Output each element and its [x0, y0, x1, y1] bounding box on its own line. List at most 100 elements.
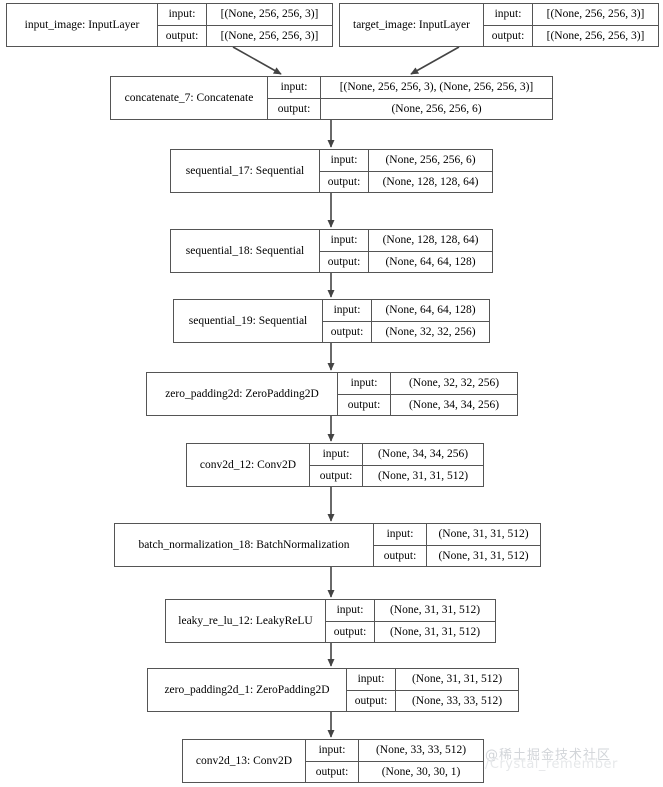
io-key-input: input:: [386, 528, 414, 541]
io-key-input: input:: [494, 8, 522, 21]
io-row-input: input: (None, 64, 64, 128): [323, 300, 489, 321]
io-value-output: [(None, 256, 256, 3)]: [532, 25, 658, 46]
io-key-output: output:: [327, 175, 361, 188]
layer-io-sequential-18: input: (None, 128, 128, 64) output: (Non…: [319, 230, 492, 272]
io-value-output: (None, 256, 256, 6): [320, 98, 552, 119]
io-row-output: output: (None, 31, 31, 512): [326, 620, 495, 642]
io-key-input: input:: [350, 377, 378, 390]
io-key-output: output:: [327, 255, 361, 268]
layer-name-leaky-re-lu-12: leaky_re_lu_12: LeakyReLU: [178, 615, 313, 627]
layer-io-sequential-17: input: (None, 256, 256, 6) output: (None…: [319, 150, 492, 192]
io-value-input: (None, 128, 128, 64): [368, 230, 492, 251]
io-value-input: (None, 31, 31, 512): [395, 669, 518, 690]
layer-node-target-image[interactable]: target_image: InputLayer input: [(None, …: [339, 3, 659, 47]
io-value-input: (None, 34, 34, 256): [362, 444, 483, 465]
io-key-input: input:: [318, 744, 346, 757]
io-value-input: [(None, 256, 256, 3), (None, 256, 256, 3…: [320, 77, 552, 98]
io-row-output: output: (None, 32, 32, 256): [323, 320, 489, 342]
layer-node-sequential-19[interactable]: sequential_19: Sequential input: (None, …: [173, 299, 490, 343]
io-row-input: input: (None, 34, 34, 256): [310, 444, 483, 465]
layer-io-target-image: input: [(None, 256, 256, 3)] output: [(N…: [483, 4, 658, 46]
io-value-output: (None, 64, 64, 128): [368, 251, 492, 272]
io-key-input: input:: [333, 304, 361, 317]
io-key-output: output:: [333, 625, 367, 638]
io-key-output: output:: [319, 469, 353, 482]
layer-name-conv2d-12: conv2d_12: Conv2D: [199, 459, 297, 471]
layer-name-batch-normalization-18: batch_normalization_18: BatchNormalizati…: [138, 539, 350, 551]
layer-io-zero-padding2d-1: input: (None, 31, 31, 512) output: (None…: [346, 669, 518, 711]
layer-node-batch-normalization-18[interactable]: batch_normalization_18: BatchNormalizati…: [114, 523, 541, 567]
io-value-input: (None, 256, 256, 6): [368, 150, 492, 171]
io-row-output: output: [(None, 256, 256, 3)]: [484, 24, 658, 46]
io-value-input: (None, 31, 31, 512): [374, 600, 495, 621]
io-value-output: (None, 30, 30, 1): [358, 761, 483, 782]
io-key-output: output:: [277, 102, 311, 115]
layer-name-sequential-17: sequential_17: Sequential: [185, 165, 305, 177]
io-row-output: output: (None, 64, 64, 128): [320, 250, 492, 272]
layer-io-zero-padding2d: input: (None, 32, 32, 256) output: (None…: [337, 373, 517, 415]
layer-name-sequential-19: sequential_19: Sequential: [188, 315, 308, 327]
io-key-input: input:: [330, 154, 358, 167]
layer-node-concatenate-7[interactable]: concatenate_7: Concatenate input: [(None…: [110, 76, 553, 120]
layer-name-zero-padding2d-1: zero_padding2d_1: ZeroPadding2D: [164, 684, 330, 696]
io-row-output: output: (None, 33, 33, 512): [347, 689, 518, 711]
layer-io-leaky-re-lu-12: input: (None, 31, 31, 512) output: (None…: [325, 600, 495, 642]
layer-io-conv2d-13: input: (None, 33, 33, 512) output: (None…: [305, 740, 483, 782]
layer-node-sequential-18[interactable]: sequential_18: Sequential input: (None, …: [170, 229, 493, 273]
io-row-input: input: [(None, 256, 256, 3)]: [158, 4, 332, 25]
io-row-input: input: (None, 128, 128, 64): [320, 230, 492, 251]
io-row-input: input: (None, 256, 256, 6): [320, 150, 492, 171]
io-row-input: input: [(None, 256, 256, 3)]: [484, 4, 658, 25]
io-value-output: [(None, 256, 256, 3)]: [206, 25, 332, 46]
io-value-output: (None, 33, 33, 512): [395, 690, 518, 711]
layer-node-sequential-17[interactable]: sequential_17: Sequential input: (None, …: [170, 149, 493, 193]
layer-node-leaky-re-lu-12[interactable]: leaky_re_lu_12: LeakyReLU input: (None, …: [165, 599, 496, 643]
io-value-output: (None, 31, 31, 512): [362, 465, 483, 486]
layer-name-zero-padding2d: zero_padding2d: ZeroPadding2D: [165, 388, 319, 400]
io-row-output: output: [(None, 256, 256, 3)]: [158, 24, 332, 46]
io-value-input: (None, 33, 33, 512): [358, 740, 483, 761]
layer-io-input-image: input: [(None, 256, 256, 3)] output: [(N…: [157, 4, 332, 46]
layer-io-conv2d-12: input: (None, 34, 34, 256) output: (None…: [309, 444, 483, 486]
io-row-input: input: (None, 31, 31, 512): [326, 600, 495, 621]
io-value-output: (None, 128, 128, 64): [368, 171, 492, 192]
io-row-input: input: (None, 33, 33, 512): [306, 740, 483, 761]
io-row-output: output: (None, 256, 256, 6): [268, 97, 552, 119]
edge-input-image-to-concatenate: [232, 46, 282, 75]
io-key-output: output:: [330, 325, 364, 338]
io-value-input: [(None, 256, 256, 3)]: [206, 4, 332, 25]
io-key-input: input:: [280, 81, 308, 94]
io-row-output: output: (None, 34, 34, 256): [338, 393, 517, 415]
io-value-input: (None, 32, 32, 256): [390, 373, 517, 394]
io-key-input: input:: [336, 604, 364, 617]
io-key-output: output:: [383, 549, 417, 562]
io-value-output: (None, 32, 32, 256): [371, 321, 489, 342]
io-key-output: output:: [354, 694, 388, 707]
io-row-input: input: (None, 32, 32, 256): [338, 373, 517, 394]
io-value-output: (None, 31, 31, 512): [426, 545, 540, 566]
io-key-output: output:: [315, 765, 349, 778]
edge-target-image-to-concatenate: [410, 46, 460, 75]
layer-node-conv2d-13[interactable]: conv2d_13: Conv2D input: (None, 33, 33, …: [182, 739, 484, 783]
io-row-output: output: (None, 128, 128, 64): [320, 170, 492, 192]
io-key-input: input:: [168, 8, 196, 21]
io-key-output: output:: [347, 398, 381, 411]
layer-name-sequential-18: sequential_18: Sequential: [185, 245, 305, 257]
io-key-output: output:: [491, 29, 525, 42]
layer-name-conv2d-13: conv2d_13: Conv2D: [195, 755, 293, 767]
io-value-input: (None, 64, 64, 128): [371, 300, 489, 321]
layer-node-input-image[interactable]: input_image: InputLayer input: [(None, 2…: [6, 3, 333, 47]
io-row-output: output: (None, 30, 30, 1): [306, 760, 483, 782]
layer-node-zero-padding2d-1[interactable]: zero_padding2d_1: ZeroPadding2D input: (…: [147, 668, 519, 712]
layer-name-target-image: target_image: InputLayer: [353, 19, 470, 31]
layer-name-input-image: input_image: InputLayer: [24, 19, 140, 31]
io-row-output: output: (None, 31, 31, 512): [310, 464, 483, 486]
io-row-input: input: (None, 31, 31, 512): [347, 669, 518, 690]
layer-node-zero-padding2d[interactable]: zero_padding2d: ZeroPadding2D input: (No…: [146, 372, 518, 416]
io-value-output: (None, 34, 34, 256): [390, 394, 517, 415]
layer-node-conv2d-12[interactable]: conv2d_12: Conv2D input: (None, 34, 34, …: [186, 443, 484, 487]
io-key-input: input:: [330, 234, 358, 247]
io-value-input: [(None, 256, 256, 3)]: [532, 4, 658, 25]
layer-io-batch-normalization-18: input: (None, 31, 31, 512) output: (None…: [373, 524, 540, 566]
